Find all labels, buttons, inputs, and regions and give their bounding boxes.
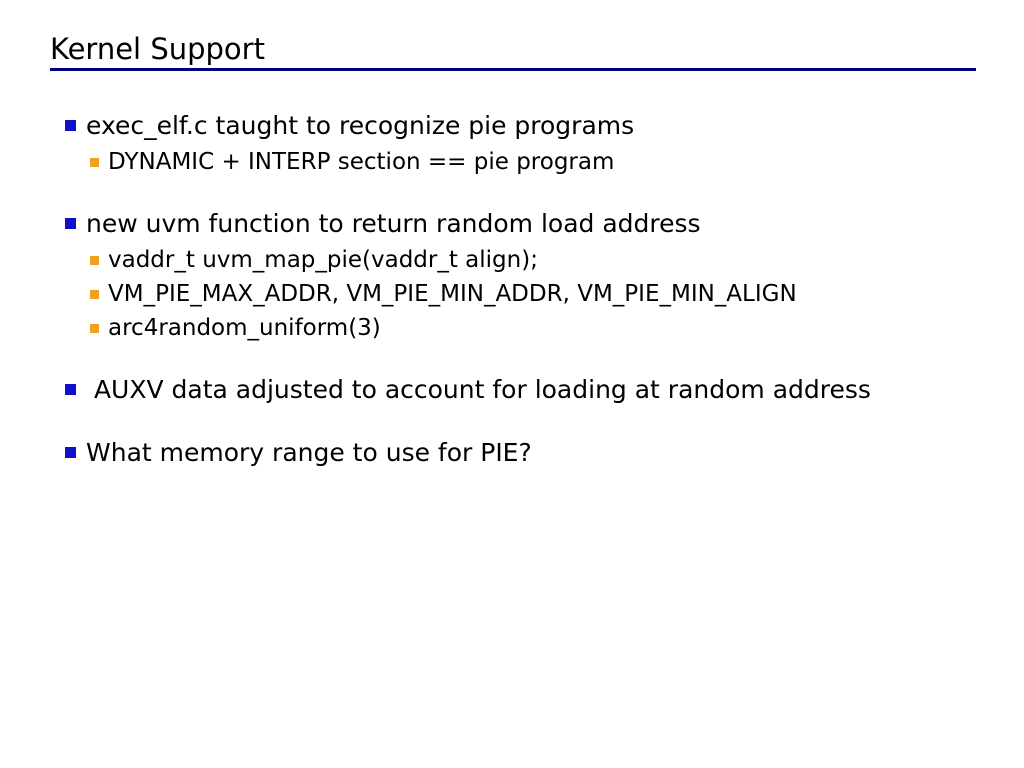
bullet-group: exec_elf.c taught to recognize pie progr… bbox=[50, 108, 1000, 179]
bullet-group: What memory range to use for PIE? bbox=[50, 435, 1000, 471]
list-item-label: arc4random_uniform(3) bbox=[108, 315, 381, 341]
bullet-square-icon bbox=[90, 324, 99, 333]
list-item: vaddr_t uvm_map_pie(vaddr_t align); bbox=[50, 244, 1000, 277]
list-item: exec_elf.c taught to recognize pie progr… bbox=[50, 108, 1000, 144]
bullet-square-icon bbox=[90, 290, 99, 299]
list-item-label: exec_elf.c taught to recognize pie progr… bbox=[86, 111, 635, 140]
list-item: VM_PIE_MAX_ADDR, VM_PIE_MIN_ADDR, VM_PIE… bbox=[50, 278, 1000, 311]
list-item-label: new uvm function to return random load a… bbox=[86, 209, 701, 238]
bullet-square-icon bbox=[65, 447, 76, 458]
page-title: Kernel Support bbox=[50, 32, 265, 66]
bullet-square-icon bbox=[90, 256, 99, 265]
title-block: Kernel Support bbox=[50, 32, 976, 71]
list-item-label: VM_PIE_MAX_ADDR, VM_PIE_MIN_ADDR, VM_PIE… bbox=[108, 281, 797, 307]
bullet-square-icon bbox=[65, 120, 76, 131]
list-item-label: DYNAMIC + INTERP section == pie program bbox=[108, 149, 615, 175]
bullet-square-icon bbox=[65, 218, 76, 229]
list-item-label: vaddr_t uvm_map_pie(vaddr_t align); bbox=[108, 247, 538, 273]
bullet-group: AUXV data adjusted to account for loadin… bbox=[50, 372, 1000, 408]
list-item-label: AUXV data adjusted to account for loadin… bbox=[86, 375, 871, 404]
list-item: DYNAMIC + INTERP section == pie program bbox=[50, 146, 1000, 179]
bullet-square-icon bbox=[65, 384, 76, 395]
bullet-group: new uvm function to return random load a… bbox=[50, 206, 1000, 345]
list-item: AUXV data adjusted to account for loadin… bbox=[50, 372, 1000, 408]
title-divider bbox=[50, 68, 976, 71]
bullet-square-icon bbox=[90, 158, 99, 167]
list-item: new uvm function to return random load a… bbox=[50, 206, 1000, 242]
list-item: arc4random_uniform(3) bbox=[50, 312, 1000, 345]
list-item: What memory range to use for PIE? bbox=[50, 435, 1000, 471]
list-item-label: What memory range to use for PIE? bbox=[86, 438, 532, 467]
bullet-list: exec_elf.c taught to recognize pie progr… bbox=[50, 108, 1000, 473]
